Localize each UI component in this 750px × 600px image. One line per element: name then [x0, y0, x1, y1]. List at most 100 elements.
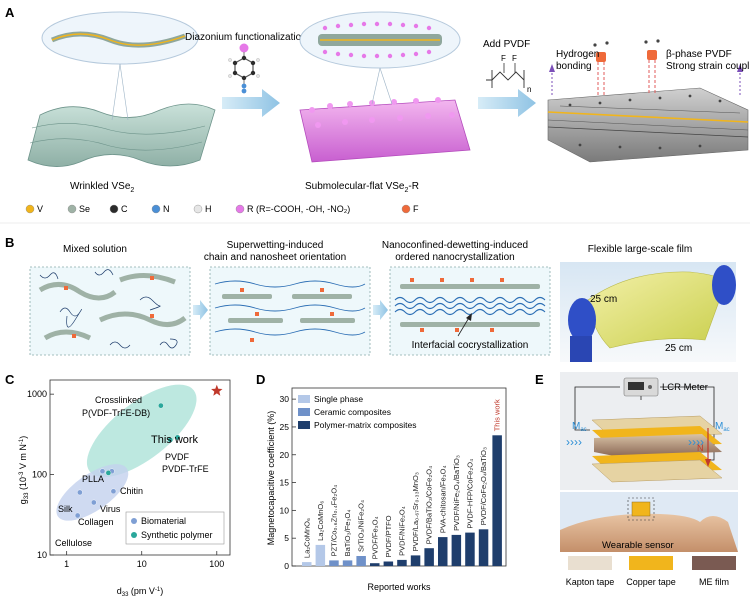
label-cellulose: Cellulose: [55, 538, 92, 548]
legend-atom-label: F: [413, 204, 419, 214]
label-wrinkled-vse2: Wrinkled VSe2: [70, 181, 134, 194]
legend-atom-label: Se: [79, 204, 90, 214]
wearable-arm-photo: [560, 492, 738, 552]
bar: [465, 532, 475, 566]
label-m-ac-left: Mac: [572, 421, 587, 433]
wrinkled-vse2-illustration: [27, 11, 216, 167]
scatter-point: [77, 489, 83, 496]
this-work-star: [211, 384, 223, 396]
pvdf-monomer: F F n: [486, 54, 531, 94]
legend-atom-swatch: [25, 204, 35, 214]
bar: [356, 556, 366, 566]
legend-atom-swatch: [151, 204, 161, 214]
legend-atom-swatch: [67, 204, 77, 214]
svg-text:Single phase: Single phase: [314, 394, 363, 404]
label-pvdf-trfe-db: P(VDF-TrFE-DB): [82, 408, 150, 418]
y-tick-label: 10: [37, 550, 47, 560]
scatter-point: [91, 499, 97, 506]
label-add-pvdf: Add PVDF: [483, 39, 530, 50]
bar-label: PVDF-HFP/CoFe₂O₄: [466, 459, 475, 529]
legend-atom-label: V: [37, 204, 43, 214]
y-tick-label: 1000: [27, 389, 47, 399]
xlabel-c: d33 (pm V-1): [117, 586, 164, 598]
plot-c-regions: [56, 384, 197, 521]
sensor-schematic: ›››› ››››: [560, 372, 738, 490]
bar: [315, 544, 326, 566]
bar-label: PVA-chitosan/Fe₃O₄: [438, 465, 447, 533]
bar: [302, 562, 312, 566]
ylabel-d: Magnetocapacitive coefficient (%): [266, 411, 276, 545]
panel-a-letter: A: [5, 5, 15, 20]
plot-d-legend: Single phase Ceramic composites Polymer-…: [298, 394, 417, 430]
scatter-point: [99, 468, 106, 475]
x-tick-label: 1: [64, 559, 69, 569]
x-tick-label: 100: [209, 559, 224, 569]
bar: [451, 534, 462, 566]
bar-label: La₂CoMnO₆: [302, 518, 311, 558]
label-strain: Strong strain coupling: [666, 61, 750, 72]
svg-text:Polymer-matrix composites: Polymer-matrix composites: [314, 420, 417, 430]
synthetic-polymer-region: [86, 384, 197, 478]
bar: [383, 561, 394, 566]
label-crosslinked: Crosslinked: [95, 395, 142, 405]
plot-c-legend: Biomaterial Synthetic polymer: [125, 511, 225, 545]
scatter-point: [74, 512, 81, 519]
ylabel-c: g33 (10-3 V m N-1): [18, 436, 30, 504]
svg-text:››››: ››››: [688, 435, 704, 449]
bar-label: PZT/Co₀.₆Zn₀.₄Fe₂O₄: [330, 485, 339, 557]
title-superwetting-1: Superwetting-induced: [227, 240, 324, 251]
label-chitin: Chitin: [120, 486, 143, 496]
bar: [438, 537, 448, 566]
title-flexible-film: Flexible large-scale film: [588, 244, 692, 255]
y-tick-label: 20: [280, 450, 290, 460]
scatter-point: [174, 434, 181, 441]
y-tick-label: 10: [280, 505, 290, 515]
svg-text:Biomaterial: Biomaterial: [141, 516, 186, 526]
label-m-ac-right: Mac: [715, 421, 730, 433]
arrow-a2: [478, 89, 536, 117]
plot-c-ticks: 1 10 100 10 100 1000: [27, 389, 224, 569]
bar: [342, 560, 353, 566]
x-tick-label: 10: [137, 559, 147, 569]
composite-stack-illustration: [547, 39, 749, 163]
plot-c-frame: [49, 379, 231, 556]
bar-label: PVDF/BaTiO₃/CoFe₂O₄: [425, 466, 434, 544]
xlabel-d: Reported works: [367, 582, 431, 592]
label-wearable: Wearable sensor: [602, 540, 674, 551]
label-me-film: ME film: [699, 577, 729, 587]
y-tick-label: 25: [280, 422, 290, 432]
y-tick-label: 15: [280, 478, 290, 488]
bar: [410, 555, 421, 566]
label-virus: Virus: [100, 504, 121, 514]
label-pvdf-trfe: PVDF-TrFE: [162, 464, 209, 474]
panel-a: A Wrinkled VSe2 Diazonium functionalizat…: [5, 5, 750, 214]
title-dewetting-1: Nanoconfined-dewetting-induced: [382, 240, 528, 251]
panel-e: E ›››› ›››› LCR Meter Mac Mac N: [535, 372, 738, 587]
orientation-box: [209, 266, 371, 356]
label-copper: Copper tape: [626, 577, 676, 587]
bar: [329, 560, 339, 566]
bar-label: SrTiO₃/NiFe₂O₄: [357, 500, 366, 552]
svg-text:n: n: [527, 85, 531, 94]
svg-text:››››: ››››: [566, 435, 582, 449]
panel-c-letter: C: [5, 372, 15, 387]
arrow-a1: [222, 89, 280, 117]
legend-atom-swatch: [401, 204, 411, 214]
bar-label: La₂CoMnO₆: [316, 501, 325, 541]
label-diazonium: Diazonium functionalization: [185, 32, 307, 43]
title-dewetting-2: ordered nanocrystallization: [395, 252, 515, 263]
bar-label: PVDF/Fe₃O₄: [370, 516, 379, 559]
panel-b-letter: B: [5, 235, 14, 250]
bar-label: PVDF/NiFe₂O₄: [398, 506, 407, 556]
svg-text:Synthetic polymer: Synthetic polymer: [141, 530, 213, 540]
scatter-point: [158, 402, 164, 409]
legend-atom-label: C: [121, 204, 128, 214]
plot-c-marks: [74, 384, 223, 519]
label-bonding: bonding: [556, 61, 592, 72]
crystallization-box: [389, 266, 551, 356]
bar-label: PVDF/PTFO: [384, 515, 393, 557]
y-tick-label: 100: [32, 470, 47, 480]
label-kapton: Kapton tape: [566, 577, 615, 587]
